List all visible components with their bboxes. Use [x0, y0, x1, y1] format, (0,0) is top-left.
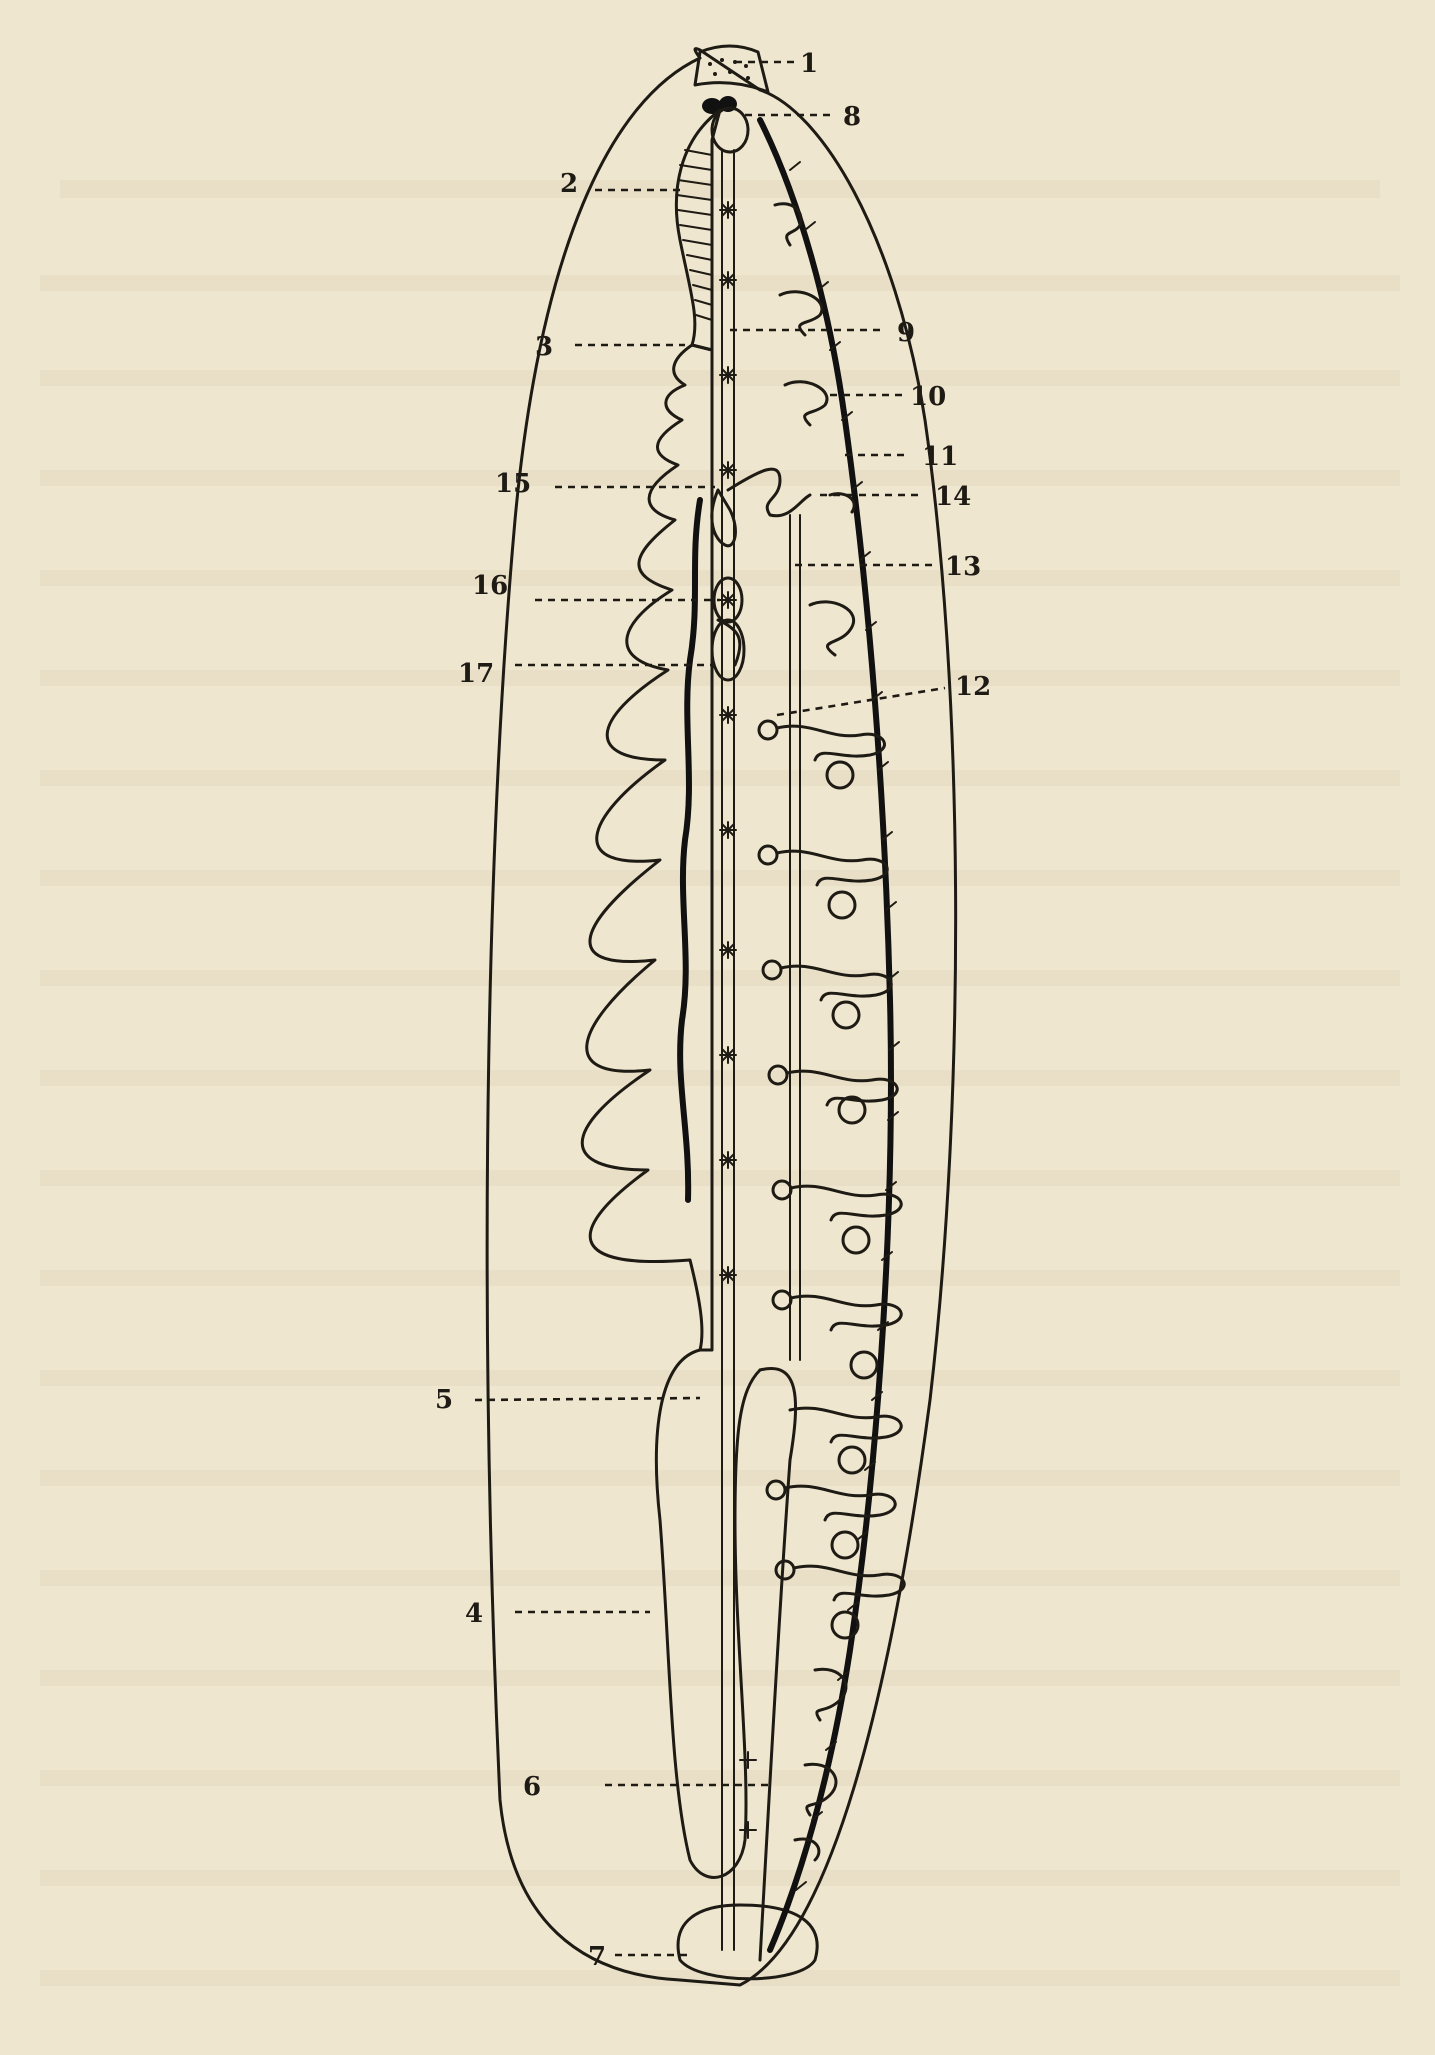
rectum: [758, 1367, 798, 1962]
nephridium-unit: [765, 1479, 897, 1560]
cerebral-ganglion: [710, 106, 750, 154]
nephridium-unit: [767, 1064, 899, 1125]
label-1: 1: [800, 49, 818, 79]
figure-labels: 1 2 3 4 5 6 7 8 9 10 11 12 13 14 15 16 1…: [435, 49, 991, 1972]
pharynx: [674, 108, 722, 352]
label-17: 17: [458, 659, 494, 689]
vagina-and-glands: [710, 576, 746, 682]
nephridium-unit: [771, 1179, 903, 1255]
label-16: 16: [472, 571, 508, 601]
label-15: 15: [495, 469, 531, 499]
label-14: 14: [935, 482, 971, 512]
body-outline: [485, 47, 958, 1987]
nephridium-unit: [803, 1762, 838, 1817]
gut-wall: [677, 497, 703, 1203]
label-6: 6: [523, 1772, 541, 1802]
label-13: 13: [945, 552, 981, 582]
label-2: 2: [560, 169, 578, 199]
label-4: 4: [465, 1599, 483, 1629]
label-12: 12: [955, 672, 991, 702]
nephridium-unit: [757, 719, 886, 790]
posterior-sucker: [676, 1903, 819, 1981]
nephridia-upper: [773, 202, 856, 657]
nephridium-unit: [771, 1289, 903, 1380]
label-8: 8: [843, 102, 861, 132]
bleed-through-texture: [40, 180, 1400, 1986]
nephridium-unit: [788, 1406, 903, 1475]
nephridium-unit: [761, 959, 893, 1030]
label-5: 5: [435, 1385, 453, 1415]
vessel-ticks: [789, 161, 900, 1891]
label-9: 9: [897, 318, 915, 348]
crop-caeca: [580, 343, 714, 1352]
label-7: 7: [588, 1942, 606, 1972]
nephridium-unit: [774, 1559, 906, 1640]
nephridia-units: [757, 719, 906, 1862]
penis-and-prostate: [710, 467, 812, 548]
nerve-ganglia: [719, 201, 757, 1839]
head-cap: [693, 44, 770, 94]
leader-lines: [474, 60, 946, 1957]
nephridium-unit: [813, 1667, 848, 1722]
lateral-vessel: [757, 117, 894, 1953]
nephridium-unit: [757, 844, 889, 920]
intestine-loop: [654, 1348, 762, 1879]
nephridium-unit: [793, 1837, 821, 1862]
label-10: 10: [910, 382, 946, 412]
label-3: 3: [535, 332, 553, 362]
label-11: 11: [922, 442, 958, 472]
vas-deferens: [789, 514, 801, 1361]
